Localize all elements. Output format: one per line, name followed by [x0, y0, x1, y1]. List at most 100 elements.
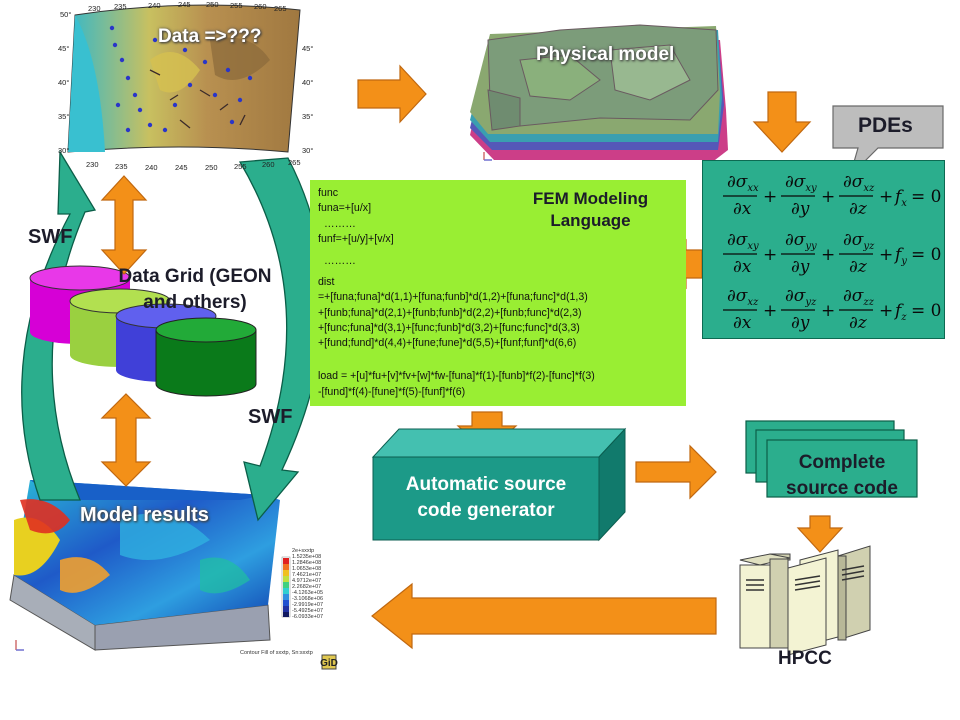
svg-text:= 0: = 0 [911, 301, 941, 321]
svg-text:fx: fx [893, 187, 907, 209]
svg-text:∂z: ∂z [849, 257, 868, 277]
source-generator-box [371, 427, 627, 542]
lon-label: 240 [148, 1, 161, 10]
data-question-label: Data =>??? [158, 26, 262, 47]
lat-label: 45° [58, 44, 70, 53]
lon-label: 235 [114, 2, 127, 11]
physical-model-label: Physical model [536, 44, 675, 65]
generator-label: Automatic source code generator [373, 472, 599, 524]
data-grid-line: and others) [143, 292, 247, 313]
svg-text:∂y: ∂y [791, 257, 810, 277]
lon-label: 250 [206, 0, 219, 9]
swf-label-left: SWF [28, 226, 73, 248]
svg-text:∂y: ∂y [791, 199, 810, 219]
legend-value: 7.4621e+07 [292, 572, 322, 578]
fem-code-block: func funa=+[u/x] ……… funf=+[u/y]+[v/x] …… [310, 180, 686, 406]
code-line: =+[funa;funa]*d(1,1)+[funa;funb]*d(1,2)+… [318, 291, 588, 303]
fem-language-line: FEM Modeling [532, 189, 649, 208]
lon-label: 265 [274, 4, 287, 13]
lat-label: 40° [58, 78, 70, 87]
lat-label: 35° [302, 112, 314, 121]
lat-label: 50° [60, 10, 72, 19]
svg-text:+: + [821, 245, 835, 265]
geology-map [67, 4, 301, 153]
equation-y: ∂σxy ∂x + ∂σyy ∂y + ∂σyz ∂z + fy = 0 [723, 230, 941, 277]
data-grid-line: Data Grid (GEON [118, 266, 272, 287]
code-line: +[funb;funa]*d(2,1)+[funb;funb]*d(2,2)+[… [318, 307, 582, 319]
model-results-image: GiD [9, 480, 338, 670]
legend-value: -5.4925e+07 [292, 608, 324, 614]
code-line: +[func;funa]*d(3,1)+[func;funb]*d(3,2)+[… [318, 322, 580, 334]
svg-text:∂z: ∂z [849, 199, 868, 219]
svg-text:∂σyy: ∂σyy [785, 230, 817, 252]
data-grid-cylinders [29, 265, 257, 397]
hpcc-servers [739, 545, 871, 656]
lon-label: 245 [175, 163, 188, 172]
lat-label: 30° [58, 146, 70, 155]
svg-text:∂σzz: ∂σzz [843, 286, 875, 308]
lon-label: 245 [178, 0, 191, 9]
code-line: -[fund]*f(4)-[fune]*f(5)-[funf]*f(6) [318, 386, 466, 398]
svg-text:∂σyz: ∂σyz [843, 230, 875, 252]
lon-label: 230 [88, 4, 101, 13]
svg-text:∂σxz: ∂σxz [727, 286, 759, 308]
svg-text:= 0: = 0 [911, 187, 941, 207]
svg-text:+: + [763, 187, 777, 207]
svg-text:∂σxy: ∂σxy [727, 230, 759, 252]
svg-text:+: + [821, 187, 835, 207]
code-line: func [318, 187, 339, 199]
swf-label-right: SWF [248, 406, 293, 428]
lat-label: 35° [58, 112, 70, 121]
svg-text:= 0: = 0 [911, 245, 941, 265]
code-line: funa=+[u/x] [318, 202, 372, 214]
physical-model-image [470, 24, 728, 161]
complete-source-line: Complete [798, 452, 886, 473]
pdes-label: PDEs [858, 114, 913, 137]
svg-text:∂σxz: ∂σxz [843, 172, 875, 194]
code-line: ……… [324, 255, 356, 267]
svg-text:fy: fy [893, 245, 907, 267]
model-results-label: Model results [80, 504, 209, 526]
lon-label: 260 [262, 160, 275, 169]
complete-source-label: Complete source code [767, 450, 917, 502]
code-line: load = +[u]*fu+[v]*fv+[w]*fw-[funa]*f(1)… [318, 370, 595, 382]
lon-label: 235 [115, 162, 128, 171]
equation-z: ∂σxz ∂x + ∂σyz ∂y + ∂σzz ∂z + fz = 0 [723, 286, 941, 333]
svg-text:∂σxx: ∂σxx [727, 172, 759, 194]
svg-text:∂z: ∂z [849, 313, 868, 333]
code-line: dist [318, 276, 335, 288]
complete-source-line: source code [786, 478, 898, 499]
legend-value: 2.2682e+07 [292, 584, 322, 590]
lon-label: 255 [234, 162, 247, 171]
legend-value: -3.1068e+06 [292, 596, 324, 602]
legend-title: 2e+sxxtp [292, 548, 315, 554]
svg-text:∂x: ∂x [733, 313, 752, 333]
fem-language-line: Language [550, 211, 631, 230]
svg-text:+: + [879, 301, 893, 321]
equation-x: ∂σxx ∂x + ∂σxy ∂y + ∂σxz ∂z + fx = 0 [723, 172, 941, 219]
svg-text:+: + [879, 245, 893, 265]
svg-text:∂x: ∂x [733, 257, 752, 277]
pde-equations-box: ∂σxx ∂x + ∂σxy ∂y + ∂σxz ∂z + fx = 0 ∂σx… [702, 160, 945, 339]
generator-line: code generator [417, 500, 555, 521]
source-code-pages [745, 420, 918, 498]
svg-text:∂x: ∂x [733, 199, 752, 219]
lat-label: 30° [302, 146, 314, 155]
fem-language-label: FEM Modeling Language [499, 188, 682, 232]
lon-label: 240 [145, 163, 158, 172]
lat-label: 40° [302, 78, 314, 87]
svg-text:fz: fz [893, 301, 907, 323]
svg-text:+: + [821, 301, 835, 321]
svg-text:+: + [763, 301, 777, 321]
svg-text:GiD: GiD [320, 658, 338, 669]
svg-text:+: + [879, 187, 893, 207]
legend-value: -6.0933e+07 [292, 614, 324, 620]
lon-label: 255 [230, 1, 243, 10]
legend-value: -2.9919e+07 [292, 602, 324, 608]
legend-value: 4.9712e+07 [292, 578, 322, 584]
results-legend: 2e+sxxtp 1.5235e+08 1.2846e+08 1.0653e+0… [292, 548, 323, 620]
lon-label: 265 [288, 158, 301, 167]
lon-label: 230 [86, 160, 99, 169]
lat-label: 45° [302, 44, 314, 53]
svg-text:∂σyz: ∂σyz [785, 286, 817, 308]
